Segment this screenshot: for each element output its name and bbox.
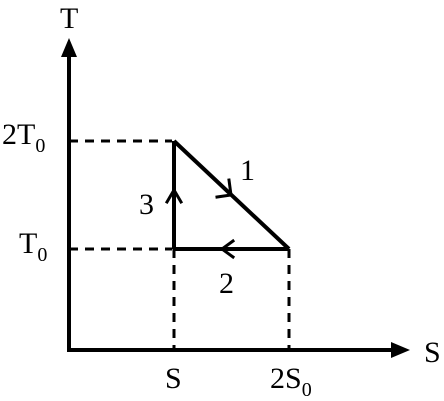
direction-arrows xyxy=(164,178,236,260)
tick-2s0: 2S0 xyxy=(270,362,312,401)
y-axis-arrowhead xyxy=(61,38,77,57)
tick-t0: T0 xyxy=(19,227,47,266)
process-1-label: 1 xyxy=(240,154,255,187)
axes xyxy=(67,52,395,352)
x-axis-label: S xyxy=(424,336,441,369)
x-axis-arrowhead xyxy=(391,342,410,358)
process-3-label: 3 xyxy=(139,188,154,221)
tick-s: S xyxy=(165,362,182,395)
process-1-arrow-icon xyxy=(215,178,233,199)
process-2-arrow-icon xyxy=(219,238,236,260)
process-3-arrow-icon xyxy=(164,187,184,205)
tick-2t0: 2T0 xyxy=(2,118,45,157)
guide-lines xyxy=(69,139,291,350)
process-2-label: 2 xyxy=(219,267,234,300)
y-axis-label: T xyxy=(60,2,78,35)
